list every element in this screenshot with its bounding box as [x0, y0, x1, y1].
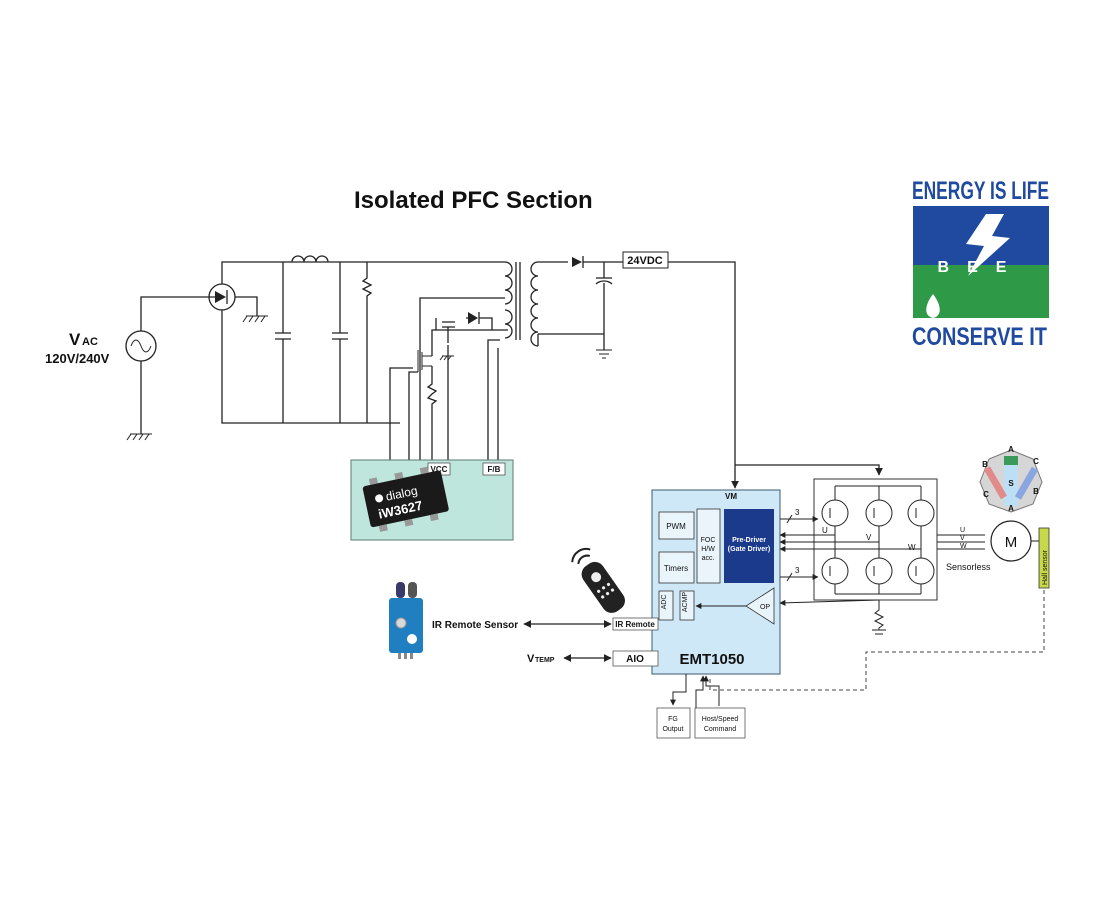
pfc-brand: dialog	[384, 483, 418, 503]
pre-driver-block	[724, 509, 774, 583]
capacitor-icon	[332, 262, 348, 423]
foc-label-1: FOC	[701, 537, 716, 544]
output-voltage-label: 24VDC	[627, 255, 663, 267]
motor-symbol: M	[1005, 534, 1018, 551]
resistor-icon	[361, 262, 373, 423]
host-label-2: Command	[704, 726, 736, 733]
bus-count-top: 3	[795, 508, 800, 517]
rotor-letter: B	[1033, 487, 1039, 496]
source-label-sub: AC	[82, 336, 98, 348]
mcu-block: VM PWM Timers FOC H/W acc. Pre-Driver (G…	[651, 489, 781, 675]
acmp-block	[679, 590, 695, 621]
rotor-diagram-icon: A B C S C B A	[979, 445, 1043, 513]
ir-remote-port	[612, 617, 659, 631]
resistor-icon	[873, 600, 885, 630]
hall-sensor-box	[1038, 527, 1050, 589]
pwm-block	[658, 511, 695, 540]
source-label-main: V	[69, 330, 81, 349]
section-title: Isolated PFC Section	[354, 187, 593, 214]
ir-remote-port-label: IR Remote	[615, 620, 655, 629]
motor-mode: Sensorless	[946, 562, 991, 572]
pin-fb-label: F/B	[488, 465, 501, 474]
logo-top-text: ENERGY IS LIFE	[912, 177, 1049, 205]
vtemp-label-main: V	[527, 653, 535, 665]
timers-block	[658, 551, 695, 584]
transformer-core	[515, 262, 521, 340]
capacitor-icon	[275, 262, 291, 423]
bus-count-bottom: 3	[795, 566, 800, 575]
pfc-ic-chip: dialog iW3627	[362, 466, 449, 532]
transformer-secondary	[530, 261, 539, 347]
hall-sensor-label: Hall sensor	[1042, 549, 1049, 585]
aio-port	[612, 650, 659, 667]
rotor-letter: C	[1033, 457, 1039, 466]
inverter-bridge	[813, 478, 938, 601]
output-voltage-box	[622, 251, 669, 269]
pwm-label: PWM	[666, 522, 686, 531]
lightning-bolt-icon	[966, 214, 1010, 276]
adc-block	[658, 590, 674, 621]
sine-wave-icon	[130, 339, 152, 353]
bee-logo: ENERGY IS LIFE BEE CONSERVE IT	[912, 177, 1049, 351]
remote-control-icon	[571, 548, 625, 613]
fg-output-box	[656, 707, 691, 739]
phase-v-out: V	[960, 535, 965, 542]
adc-label: ADC	[661, 595, 668, 610]
foc-label-2: H/W	[701, 546, 715, 553]
foc-label-3: acc.	[702, 555, 715, 562]
pfc-ic-board: VCC F/B dialog iW3627	[350, 459, 514, 541]
capacitor-icon	[442, 321, 455, 328]
op-label: OP	[760, 604, 770, 611]
phase-w-inner: W	[908, 543, 916, 552]
logo-middle-text: BEE	[938, 259, 1025, 276]
pre-driver-label-1: Pre-Driver	[732, 537, 766, 544]
ground-icon	[596, 349, 612, 359]
diode-icon	[468, 312, 478, 324]
phase-u-inner: U	[822, 526, 828, 535]
ac-source: V AC 120V/240V	[45, 330, 157, 366]
mcu-vm-label: VM	[725, 492, 737, 501]
aio-port-label: AIO	[626, 654, 644, 665]
pin-vcc-label: VCC	[431, 465, 448, 474]
transformer-primary	[504, 261, 513, 305]
rotor-letter: S	[1008, 479, 1014, 488]
fg-label-1: FG	[668, 716, 678, 723]
mcu-part: EMT1050	[679, 651, 744, 668]
mosfet-icon	[417, 350, 432, 372]
foc-block	[696, 508, 721, 584]
source-voltage: 120V/240V	[45, 351, 110, 366]
resistor-icon	[426, 366, 438, 423]
host-command-box	[694, 707, 746, 739]
water-drop-icon	[926, 294, 940, 318]
transformer-aux	[504, 309, 513, 339]
logo-bottom-text: CONSERVE IT	[912, 323, 1047, 351]
rotor-letter: C	[983, 490, 989, 499]
pre-driver-label-2: (Gate Driver)	[728, 546, 770, 553]
phase-v-inner: V	[866, 533, 872, 542]
capacitor-icon	[595, 262, 613, 350]
rotor-letter: A	[1008, 504, 1014, 513]
diode-icon	[572, 257, 582, 267]
rotor-letter: B	[982, 460, 988, 469]
ground-icon	[439, 355, 454, 361]
ir-sensor-label: IR Remote Sensor	[432, 620, 518, 631]
ground-icon	[242, 315, 268, 323]
acmp-label: ACMP	[682, 592, 689, 613]
host-label-1: Host/Speed	[702, 716, 739, 723]
phase-u-out: U	[960, 527, 965, 534]
vtemp-label-sub: TEMP	[535, 657, 555, 664]
phase-w-out: W	[960, 543, 967, 550]
dialog-logo-icon	[375, 494, 384, 503]
fg-label-2: Output	[662, 726, 683, 733]
ir-sensor-module	[389, 582, 423, 659]
inductor-icon	[291, 255, 329, 263]
rotor-letter: A	[1008, 445, 1014, 454]
timers-label: Timers	[664, 564, 688, 573]
ground-icon	[126, 433, 152, 441]
op-amp-icon	[745, 587, 775, 625]
